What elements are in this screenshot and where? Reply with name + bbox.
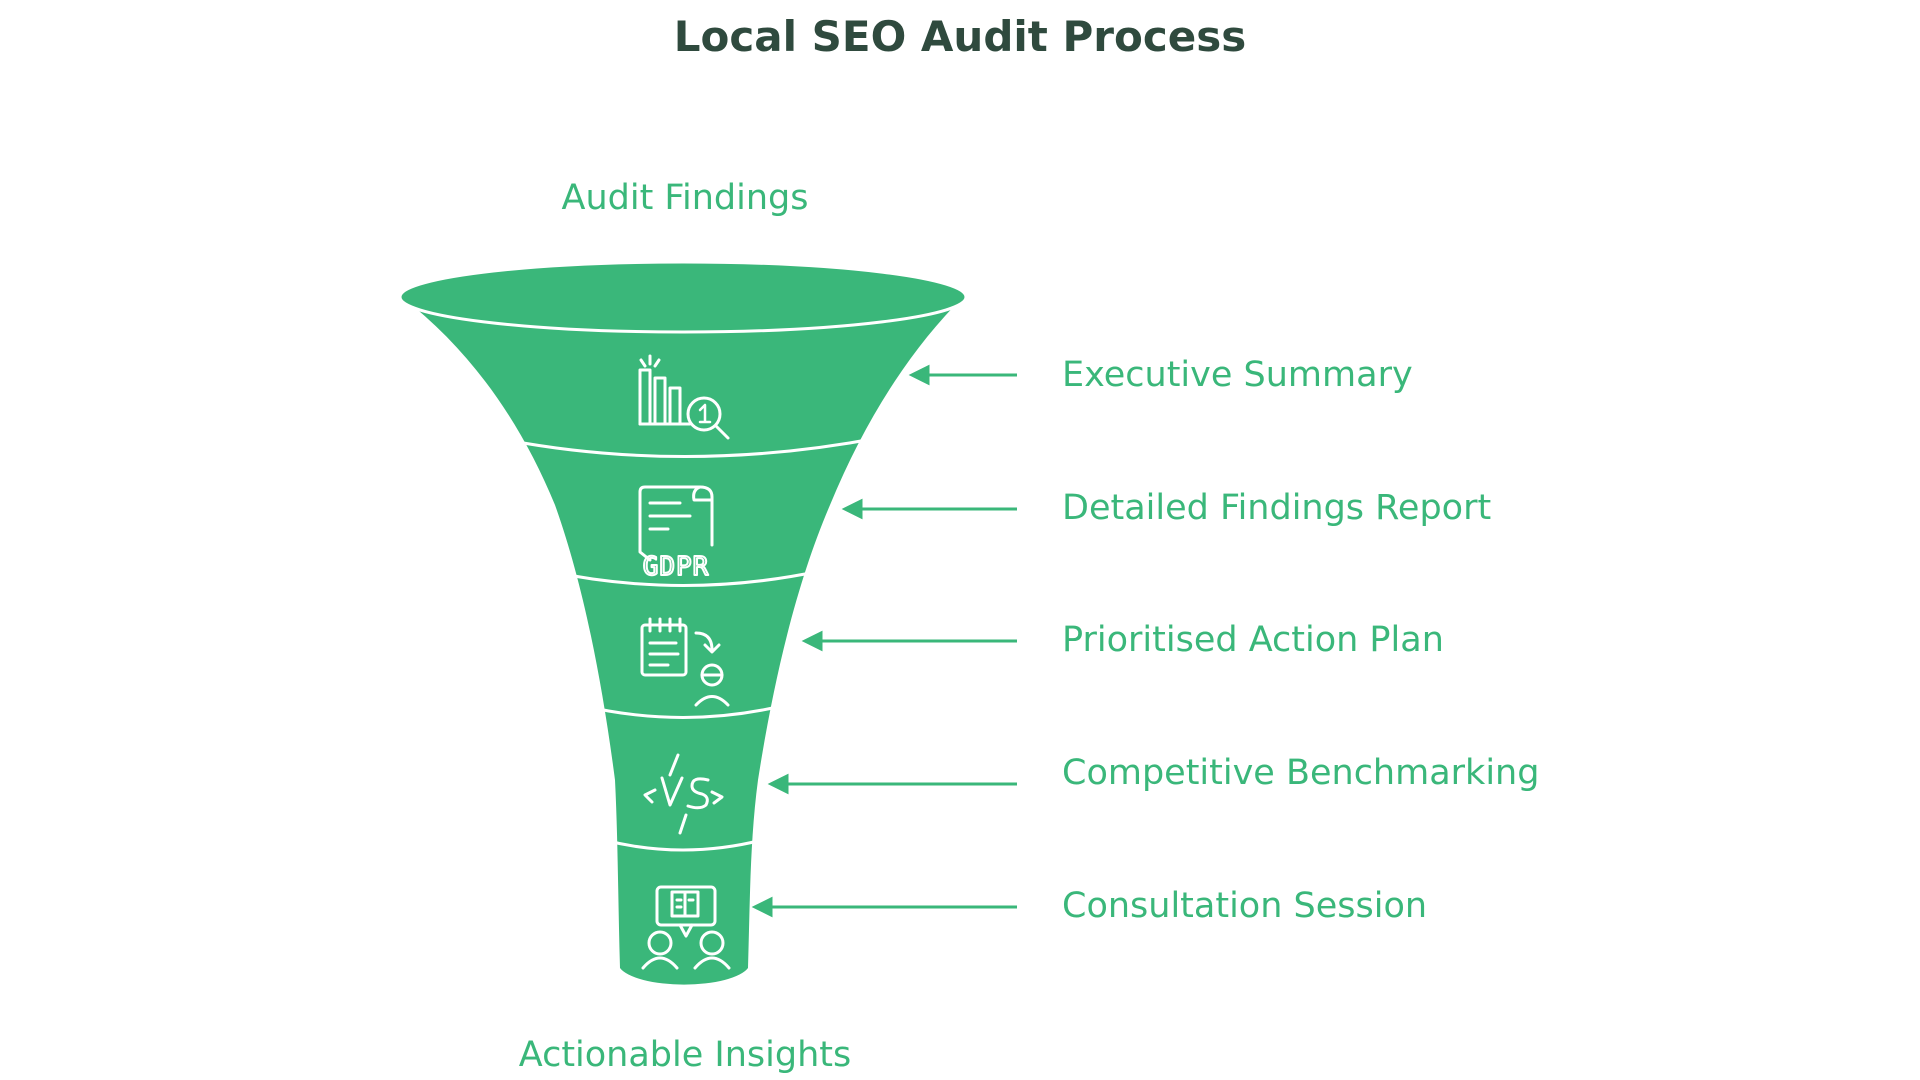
- versus-icon: [643, 753, 724, 835]
- stage-label-prioritised-action-plan: Prioritised Action Plan: [1062, 620, 1444, 660]
- stage-label-consultation-session: Consultation Session: [1062, 886, 1428, 926]
- page-title: Local SEO Audit Process: [673, 12, 1247, 61]
- clipboard-person-icon: [640, 617, 730, 707]
- stage-label-executive-summary: Executive Summary: [1062, 355, 1413, 395]
- funnel-top-rim: [398, 260, 968, 334]
- funnel-divider-4: [603, 838, 763, 852]
- funnel-bottom-label: Actionable Insights: [518, 1035, 852, 1075]
- gdpr-document-icon: GDPR: [638, 485, 714, 583]
- stage-label-competitive-benchmarking: Competitive Benchmarking: [1062, 753, 1540, 793]
- funnel-divider-2: [547, 569, 821, 587]
- svg-text:GDPR: GDPR: [643, 552, 710, 582]
- people-chat-icon: [641, 885, 731, 970]
- stage-label-detailed-findings-report: Detailed Findings Report: [1062, 488, 1492, 528]
- funnel-divider-3: [579, 703, 787, 719]
- funnel-top-label: Audit Findings: [561, 178, 809, 218]
- bar-chart-magnifier-icon: [638, 354, 730, 440]
- funnel-divider-1: [495, 436, 879, 458]
- funnel-body: [402, 297, 963, 985]
- arrows: [751, 364, 1017, 918]
